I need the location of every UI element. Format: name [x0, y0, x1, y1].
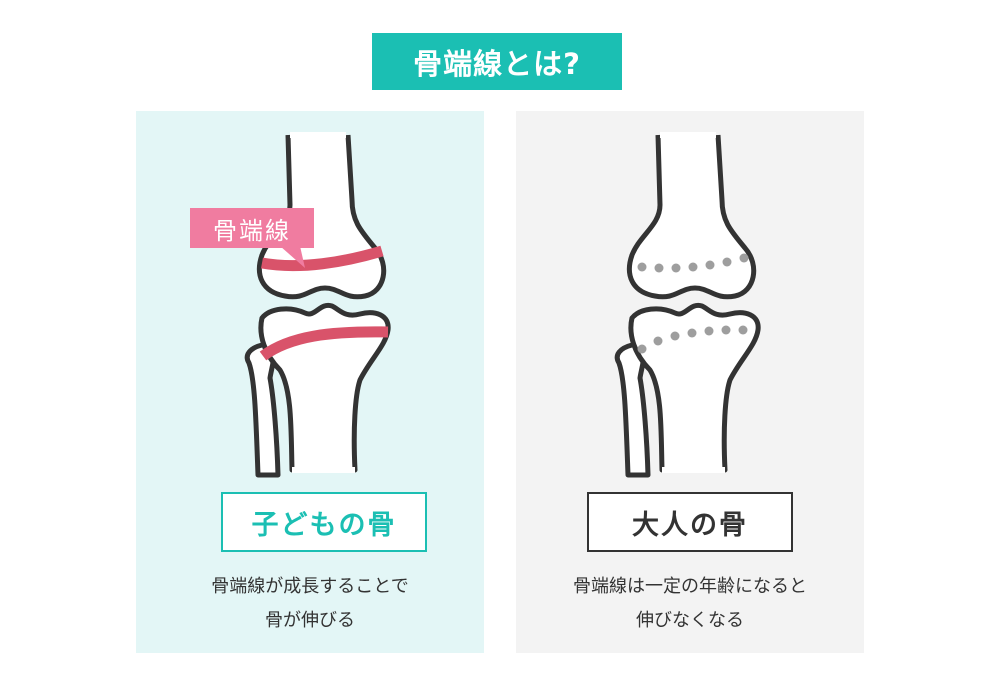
- femur-growth-plate: [261, 245, 384, 272]
- title-banner: 骨端線とは?: [372, 33, 622, 90]
- caption-line: 伸びなくなる: [636, 610, 744, 631]
- tibia-growth-plate: [259, 326, 389, 361]
- adult-bone-label: 大人の骨: [587, 492, 793, 552]
- closed-growth-plate-dots: [637, 253, 749, 354]
- caption-line: 骨端線は一定の年齢になると: [573, 576, 807, 597]
- adult-knee-bone: [617, 135, 758, 475]
- caption-line: 骨端線が成長することで: [211, 576, 409, 597]
- adult-caption: 骨端線は一定の年齢になると 伸びなくなる: [516, 570, 864, 638]
- child-caption: 骨端線が成長することで 骨が伸びる: [136, 570, 484, 638]
- growth-plate-tag: 骨端線: [190, 208, 314, 248]
- tag-pointer: [280, 246, 305, 268]
- child-knee-bone: [247, 135, 388, 475]
- child-bone-label: 子どもの骨: [221, 492, 427, 552]
- caption-line: 骨が伸びる: [265, 610, 355, 631]
